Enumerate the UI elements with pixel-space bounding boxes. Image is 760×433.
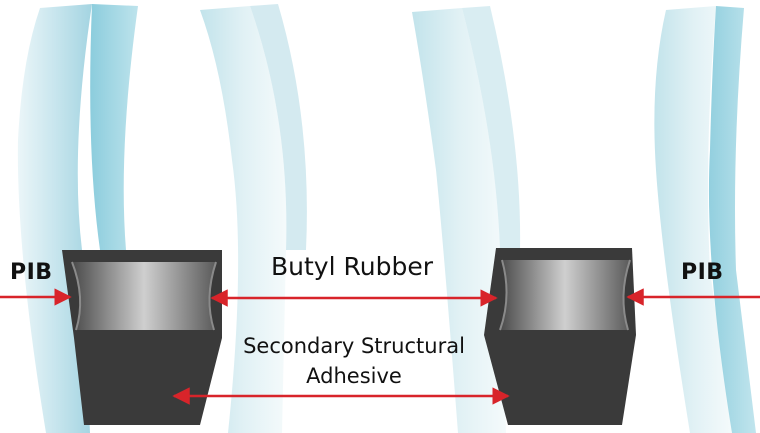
pib-label-right: PIB [681, 260, 724, 285]
sealant-block-left [62, 250, 222, 425]
butyl-rubber-label: Butyl Rubber [271, 252, 433, 281]
glass-pane-right-outer [654, 6, 756, 433]
glass-pane-left-inner [200, 4, 307, 433]
secondary-label-line1: Secondary Structural [243, 334, 465, 358]
glass-pane-right-inner [412, 6, 521, 433]
sealant-block-right [484, 248, 636, 425]
pib-label-left: PIB [10, 260, 53, 285]
secondary-adhesive-label: Secondary Structural Adhesive [229, 331, 479, 391]
secondary-label-line2: Adhesive [306, 364, 402, 388]
